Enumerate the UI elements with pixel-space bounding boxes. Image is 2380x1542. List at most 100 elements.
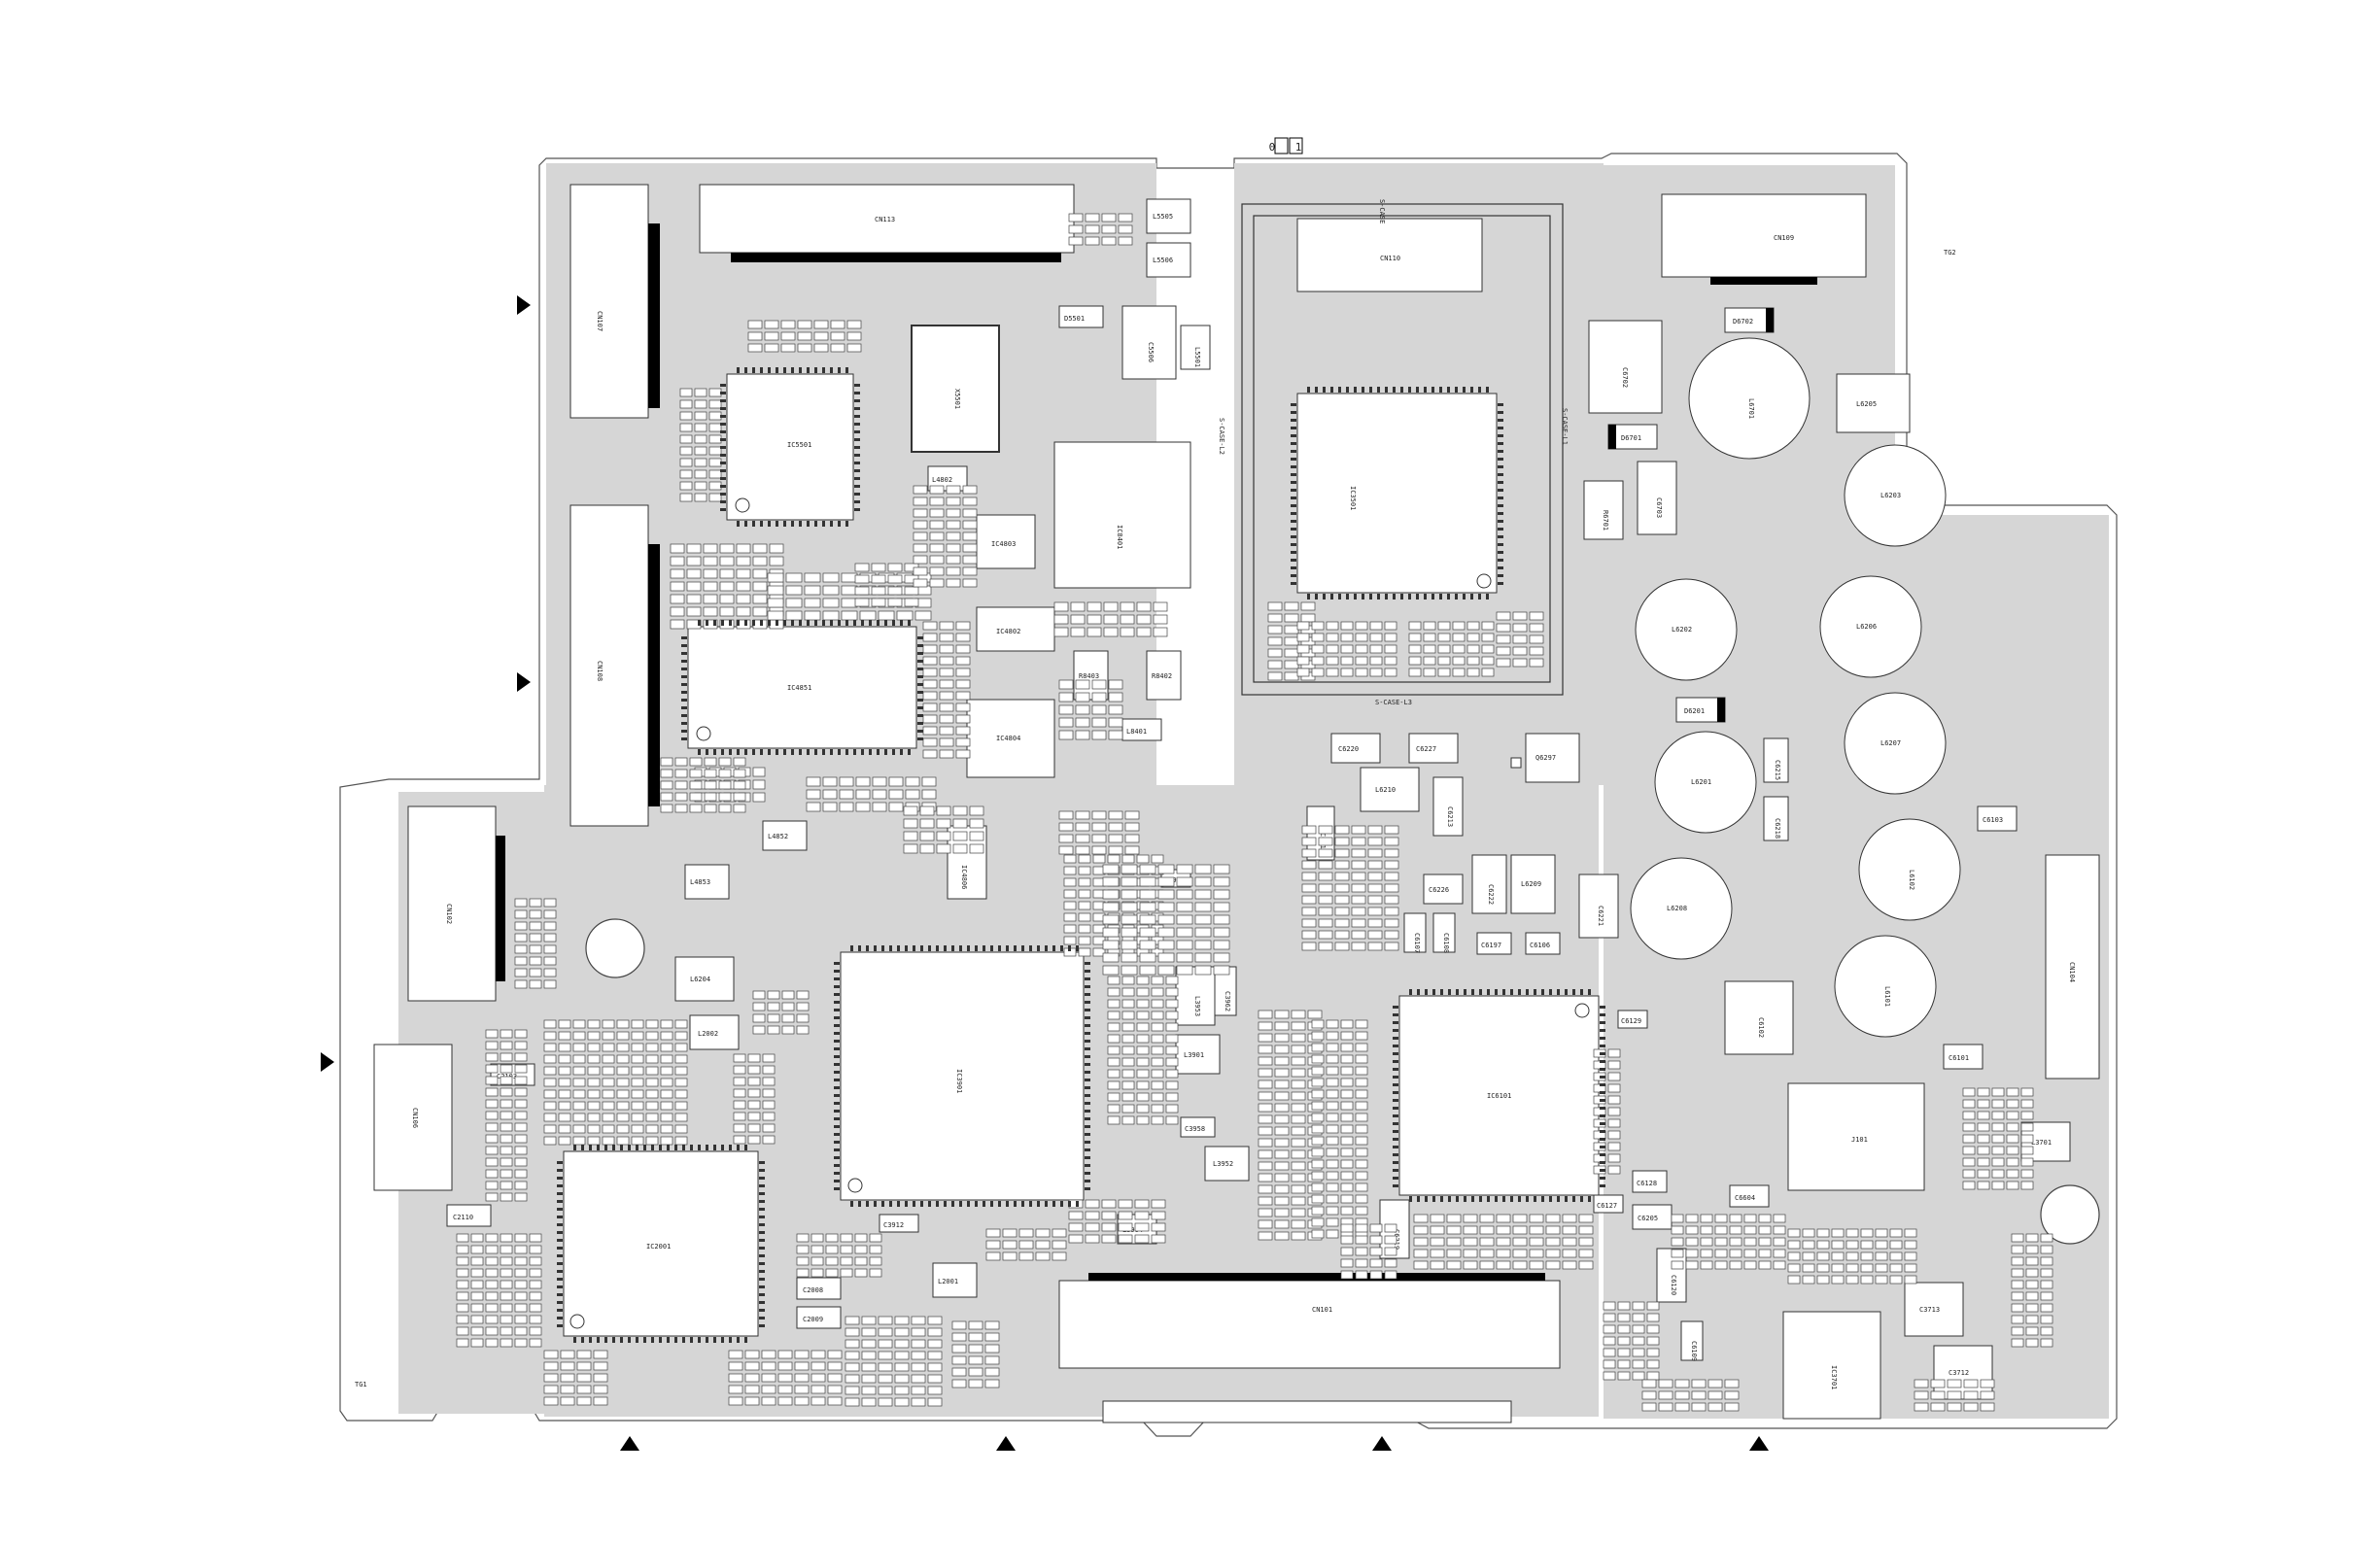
smd-pad <box>1496 634 1511 644</box>
smd-pad <box>733 1065 746 1075</box>
smd-pad <box>736 568 751 579</box>
ic-pin <box>1557 1196 1560 1202</box>
smd-pad <box>1139 876 1156 887</box>
smd-pad <box>1930 1379 1946 1388</box>
ic-pin <box>557 1285 563 1288</box>
smd-pad <box>806 776 821 787</box>
smd-pad <box>1318 860 1333 870</box>
ic-pin <box>834 1086 840 1089</box>
ic-pin <box>1400 387 1403 393</box>
smd-pad <box>962 520 978 530</box>
inductor-l6101: L6101 <box>1834 935 1937 1038</box>
smd-pad <box>962 578 978 588</box>
test-points: TG1 TG2 <box>355 249 1956 1388</box>
ic-pin <box>659 1145 662 1150</box>
smd-pad <box>470 1315 484 1324</box>
smd-pad <box>1301 907 1317 916</box>
ic-pin <box>944 945 947 951</box>
smd-pad <box>1176 940 1193 950</box>
ic-pin <box>737 1145 740 1150</box>
smd-pad <box>1787 1240 1801 1250</box>
smd-pad <box>911 1316 926 1325</box>
smd-pad <box>984 1367 1000 1377</box>
smd-pad <box>861 1327 877 1337</box>
smd-pad <box>1078 901 1091 910</box>
smd-pad <box>841 610 858 621</box>
smd-pad <box>794 1385 810 1394</box>
smd-pad <box>2040 1315 2053 1324</box>
smd-pad <box>694 399 707 409</box>
smd-pad <box>777 1385 793 1394</box>
smd-pad <box>1311 1054 1325 1064</box>
smd-pad <box>1108 822 1123 832</box>
smd-pad <box>593 1385 608 1394</box>
smd-pad <box>660 804 673 813</box>
ic-pin <box>834 1102 840 1105</box>
smd-pad <box>679 411 693 421</box>
smd-pad <box>500 1052 513 1062</box>
smd-pad <box>1481 656 1495 666</box>
ic-pin <box>1085 1117 1090 1120</box>
smd-pad <box>1355 1206 1368 1216</box>
ic-pin <box>720 493 726 496</box>
ic-pin <box>597 1337 600 1343</box>
smd-pad <box>1991 1087 2005 1097</box>
smd-pad <box>686 568 702 579</box>
ic-pin <box>713 1337 716 1343</box>
smd-pad <box>1904 1228 1917 1238</box>
smd-pad <box>1674 1402 1690 1412</box>
connector-cn108: CN108 <box>569 504 660 827</box>
smd-pad <box>1091 845 1107 855</box>
ic-pin <box>1291 403 1296 406</box>
smd-pad <box>1291 1079 1306 1089</box>
smd-pad <box>871 598 886 607</box>
smd-pad <box>1962 1134 1976 1144</box>
part-label: C2009 <box>803 1316 823 1323</box>
smd-pad <box>1311 1089 1325 1099</box>
smd-pad <box>1091 692 1107 702</box>
ic-pin <box>752 620 755 626</box>
ic-pin <box>1495 1196 1498 1202</box>
smd-pad <box>2020 1099 2034 1109</box>
smd-pad <box>1437 644 1451 654</box>
smd-pad <box>587 1019 601 1029</box>
ic-pin <box>744 620 747 626</box>
smd-pad <box>1258 1079 1273 1089</box>
ic-pin <box>557 1278 563 1281</box>
smd-pad <box>1326 633 1339 642</box>
smd-pad <box>718 792 732 802</box>
smd-pad <box>703 556 718 566</box>
smd-pad <box>2025 1315 2039 1324</box>
smd-pad <box>2040 1245 2053 1254</box>
smd-pad <box>1296 668 1310 677</box>
smd-pad <box>878 1339 893 1349</box>
smd-pad <box>1291 1114 1306 1124</box>
smd-pad <box>939 679 954 689</box>
smd-pad <box>514 1076 528 1085</box>
smd-pad <box>587 1124 601 1134</box>
smd-pad <box>861 1339 877 1349</box>
smd-pad <box>1063 877 1077 887</box>
smd-pad <box>708 434 722 444</box>
smd-pad <box>946 497 961 506</box>
smd-pad <box>1632 1336 1645 1346</box>
smd-pad <box>1355 1223 1368 1233</box>
inductor-label: L4852 <box>768 833 788 840</box>
smd-pad <box>1334 883 1350 893</box>
smd-pad <box>718 769 732 778</box>
smd-pad <box>1107 987 1121 997</box>
smd-pad <box>529 1256 542 1266</box>
smd-pad <box>1787 1263 1801 1273</box>
smd-pad <box>1118 1222 1133 1232</box>
smd-pad <box>543 1089 557 1099</box>
ic-pin <box>1471 1196 1474 1202</box>
smd-pad <box>1078 936 1091 945</box>
smd-pad <box>955 679 971 689</box>
smd-pad <box>500 1326 513 1336</box>
smd-pad <box>1136 1045 1150 1055</box>
ic-pin <box>737 521 740 527</box>
smd-pad <box>703 581 718 592</box>
smd-pad <box>572 1078 586 1087</box>
smd-pad <box>616 1019 630 1029</box>
inductor-label: L6102 <box>1908 870 1915 890</box>
